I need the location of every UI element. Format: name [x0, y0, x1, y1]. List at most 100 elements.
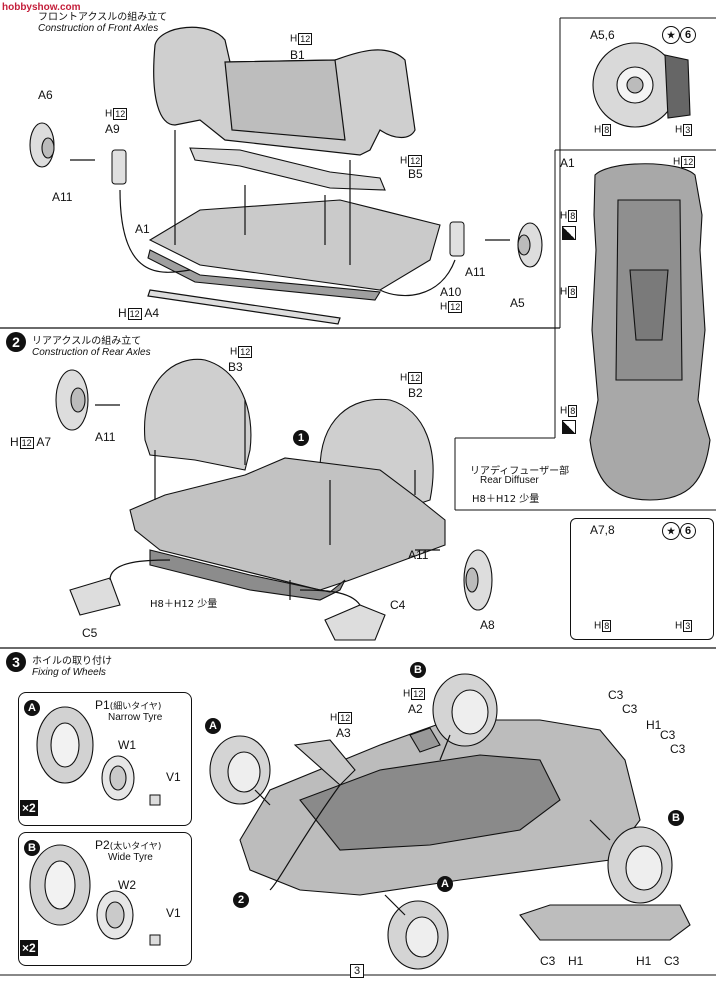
- label-a11-front: A11: [52, 190, 73, 204]
- step1-title-en: Construction of Front Axles: [38, 23, 159, 34]
- label-h1-a: H1: [646, 718, 662, 732]
- label-a3: A3: [336, 726, 351, 740]
- wheel-w1: [101, 755, 135, 801]
- label-c4: C4: [390, 598, 406, 612]
- label-narrow-tyre: Narrow Tyre: [108, 712, 163, 723]
- label-a11-rear: A11: [95, 430, 116, 444]
- paint-swatch-icon: [562, 420, 576, 434]
- label-p2: P2(太いタイヤ): [95, 838, 162, 852]
- brake-disc-a56: [592, 42, 691, 128]
- wheel-b-qty: ×2: [20, 940, 38, 956]
- wheel-b-top: [432, 673, 498, 747]
- tyre-p2: [29, 844, 91, 926]
- label-c5: C5: [82, 626, 98, 640]
- wheel-a-marker-bottom: A: [437, 876, 453, 892]
- a8-disc: [463, 549, 493, 611]
- b3-arch: [144, 358, 252, 471]
- label-bottom-c3-right: C3: [664, 954, 680, 968]
- label-w2: W2: [118, 878, 136, 892]
- step3-header: ホイルの取り付け Fixing of Wheels: [32, 652, 112, 678]
- a2-part: [409, 727, 441, 753]
- wheel-b-marker-top: B: [410, 662, 426, 678]
- wheel-b-tag: B: [24, 840, 40, 856]
- label-c3-d: C3: [670, 742, 686, 756]
- wheel-a-bottom: [387, 900, 449, 970]
- label-w1: W1: [118, 738, 136, 752]
- label-a11-front-right: A11: [465, 265, 486, 279]
- c4-part: [324, 604, 386, 641]
- a4-rod: [147, 289, 341, 325]
- c5-part: [69, 577, 121, 616]
- step3-title-en: Fixing of Wheels: [32, 667, 106, 678]
- a3-part: [293, 739, 356, 786]
- label-c3-b: C3: [622, 702, 638, 716]
- label-a5: A5: [510, 296, 525, 310]
- label-c3-c: C3: [660, 728, 676, 742]
- label-a2: A2: [408, 702, 423, 716]
- chassis-a1: [589, 163, 711, 501]
- label-bottom-h1-left: H1: [568, 954, 584, 968]
- page-number: 3: [350, 964, 365, 978]
- marker-2: 2: [233, 892, 249, 908]
- wheel-a-tag: A: [24, 700, 40, 716]
- detail-a78-panel: [570, 518, 714, 640]
- wheel-a-front: [209, 735, 271, 805]
- label-c3-a: C3: [608, 688, 624, 702]
- label-a56: A5,6: [590, 28, 615, 42]
- paint-swatch-icon: [562, 226, 576, 240]
- star-icon: ★: [662, 522, 680, 540]
- rear-bumper: [519, 904, 691, 941]
- a5-disc: [517, 222, 543, 268]
- tyre-p1: [36, 706, 94, 784]
- label-p1: P1(細いタイヤ): [95, 698, 162, 712]
- label-a78: A7,8: [590, 523, 615, 537]
- step3-title-ja: ホイルの取り付け: [32, 656, 112, 667]
- wheel-w2: [96, 890, 134, 940]
- label-v1-b: V1: [166, 906, 181, 920]
- wheel-a-marker-front: A: [205, 718, 221, 734]
- label-a78-6: 6: [680, 523, 696, 539]
- a7-disc: [55, 369, 89, 431]
- a6-disc: [29, 122, 55, 168]
- rear-subframe: [129, 457, 446, 601]
- label-bottom-c3-left: C3: [540, 954, 556, 968]
- label-b2: B2: [408, 386, 423, 400]
- wheel-b-right: [607, 826, 673, 904]
- step2-paint-note: H8＋H12 少量: [150, 599, 218, 610]
- label-a56-6: 6: [680, 27, 696, 43]
- label-a1-front: A1: [135, 222, 150, 236]
- wheel-b-panel: [18, 832, 192, 966]
- step3-number: 3: [6, 652, 26, 672]
- rear-diffuser-en: Rear Diffuser: [480, 475, 539, 486]
- wheel-b-marker-right: B: [668, 810, 684, 826]
- label-b1: B1: [290, 48, 305, 62]
- label-b5: B5: [408, 167, 423, 181]
- step2-title-en: Construction of Rear Axles: [32, 347, 151, 358]
- rear-diffuser-ja: リアディフューザー部: [470, 466, 570, 477]
- front-frame: [147, 147, 441, 301]
- label-wide-tyre: Wide Tyre: [108, 852, 153, 863]
- step1-title-ja: フロントアクスルの組み立て: [38, 12, 168, 23]
- star-icon: ★: [662, 26, 680, 44]
- b1-cover: [153, 26, 416, 156]
- step2-number: 2: [6, 332, 26, 352]
- label-a10: A10: [440, 285, 462, 299]
- marker-1: 1: [293, 430, 309, 446]
- wheel-a-qty: ×2: [20, 800, 38, 816]
